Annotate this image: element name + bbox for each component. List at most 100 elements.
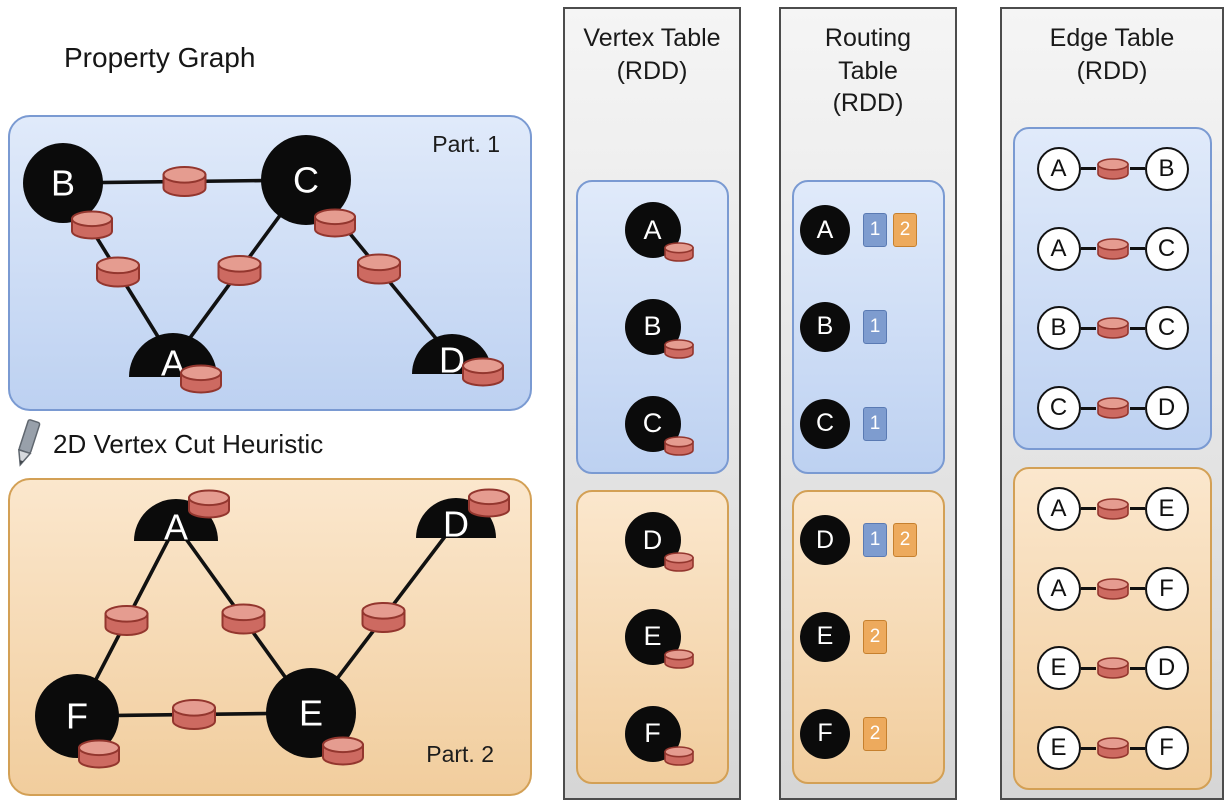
edge-dst-circle: D xyxy=(1144,646,1189,691)
edge-table-title-line1: Edge Table xyxy=(1049,24,1175,52)
vertex-table-entry-D: D xyxy=(624,512,694,573)
edge-line xyxy=(1129,406,1145,410)
property-cylinder-icon xyxy=(663,242,694,263)
vertex-circle: A xyxy=(624,202,681,259)
edge-property-cylinder-icon xyxy=(1096,317,1129,340)
edge-src-circle: A xyxy=(1036,486,1081,531)
routing-chip-partition-2: 2 xyxy=(893,523,917,558)
edge-property-cylinder-icon xyxy=(1096,237,1129,260)
routing-table-title-line1: Routing xyxy=(824,24,912,52)
edge-dst-circle: F xyxy=(1144,726,1189,771)
routing-vertex-circle: B xyxy=(800,301,850,352)
edge-line xyxy=(1080,587,1096,591)
edge-src-circle: B xyxy=(1036,306,1081,351)
vertex-table-entry-F: F xyxy=(624,705,694,766)
edge-dst-circle: C xyxy=(1144,306,1189,351)
routing-chip-partition-1: 1 xyxy=(863,309,887,344)
edge-dst-circle: F xyxy=(1144,566,1189,611)
vertex-cut-label: 2D Vertex Cut Heuristic xyxy=(53,428,324,459)
vertex-table-entry-B: B xyxy=(624,298,694,359)
edge-line xyxy=(1080,247,1096,251)
edge-line xyxy=(1080,326,1096,330)
edge-property-cylinder-icon xyxy=(1096,498,1129,520)
edge-src-circle: E xyxy=(1036,726,1081,771)
edge-src-circle: E xyxy=(1036,646,1081,691)
edge-line xyxy=(1129,507,1145,511)
edge-src-circle: C xyxy=(1036,386,1081,431)
partition-1-box: Part. 1 xyxy=(8,115,532,411)
routing-table-title: Routing Table (RDD) xyxy=(781,22,955,120)
edge-line xyxy=(1129,746,1145,750)
vertex-table-title-line1: Vertex Table xyxy=(583,24,721,52)
edge-property-cylinder-icon xyxy=(1096,577,1129,600)
routing-vertex-circle: C xyxy=(800,398,850,449)
property-cylinder-icon xyxy=(663,435,694,456)
edge-line xyxy=(1129,167,1145,171)
edge-line xyxy=(1080,167,1096,171)
edge-src-circle: A xyxy=(1036,146,1081,191)
routing-chip-group: 2 xyxy=(863,716,887,751)
routing-vertex-circle: D xyxy=(800,515,850,566)
vertex-table-title: Vertex Table (RDD) xyxy=(565,22,739,87)
routing-chip-partition-1: 1 xyxy=(863,213,887,248)
routing-vertex-circle: A xyxy=(800,205,850,256)
routing-chip-partition-1: 1 xyxy=(863,406,887,441)
edge-dst-circle: E xyxy=(1144,486,1189,531)
edge-line xyxy=(1080,406,1096,410)
routing-chip-group: 1 xyxy=(863,406,887,441)
routing-chip-group: 1 xyxy=(863,309,887,344)
routing-vertex-circle: E xyxy=(800,611,850,662)
edge-table-title: Edge Table (RDD) xyxy=(1002,22,1222,87)
edge-src-circle: A xyxy=(1036,566,1081,611)
edge-property-cylinder-icon xyxy=(1096,737,1129,759)
edge-property-cylinder-icon xyxy=(1096,657,1129,680)
routing-table-title-line3: (RDD) xyxy=(832,89,904,117)
routing-vertex-circle: F xyxy=(800,708,850,759)
edge-line xyxy=(1129,587,1145,591)
property-cylinder-icon xyxy=(663,339,694,359)
partition-1-label: Part. 1 xyxy=(432,131,500,157)
edge-dst-circle: C xyxy=(1144,226,1189,271)
property-cylinder-icon xyxy=(663,745,694,766)
vertex-table-title-line2: (RDD) xyxy=(616,56,688,85)
routing-chip-partition-2: 2 xyxy=(863,716,887,751)
routing-chip-partition-1: 1 xyxy=(863,523,887,558)
vertex-table-entry-C: C xyxy=(624,395,694,456)
routing-chip-group: 2 xyxy=(863,619,887,654)
edge-table-title-line2: (RDD) xyxy=(1076,56,1148,85)
edge-dst-circle: D xyxy=(1144,386,1189,431)
pencil-icon xyxy=(17,419,41,467)
edge-line xyxy=(1080,666,1096,670)
edge-line xyxy=(1080,746,1096,750)
edge-line xyxy=(1129,247,1145,251)
edge-line xyxy=(1129,326,1145,330)
edge-src-circle: A xyxy=(1036,226,1081,271)
property-cylinder-icon xyxy=(663,552,694,573)
partition-2-label: Part. 2 xyxy=(426,741,494,767)
vertex-table-entry-E: E xyxy=(624,608,694,669)
property-cylinder-icon xyxy=(663,649,694,669)
